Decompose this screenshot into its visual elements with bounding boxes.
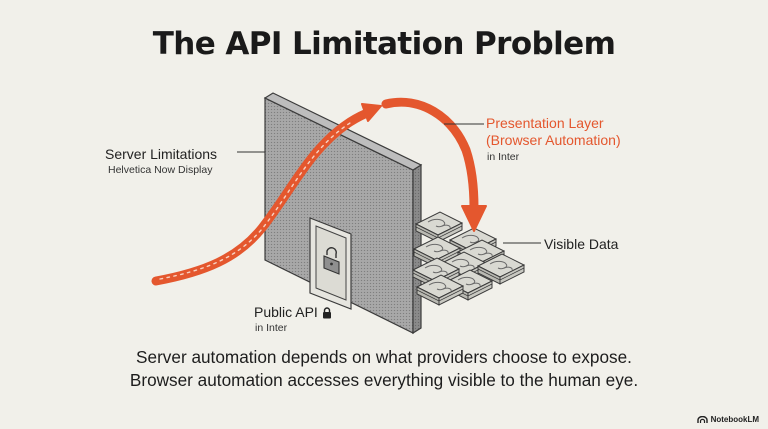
page-title: The API Limitation Problem — [152, 26, 616, 62]
lock-icon — [323, 247, 340, 275]
browser-automation-arrow — [381, 97, 487, 232]
public-api-sublabel: in Inter — [255, 322, 288, 334]
browser-automation-label: (Browser Automation) — [486, 132, 621, 148]
visible-data-stacks — [412, 211, 525, 306]
brand-watermark: NotebookLM — [696, 415, 759, 424]
notebooklm-logo-icon — [696, 415, 708, 424]
leader-lines — [237, 123, 541, 244]
caption-line-2: Browser automation accesses everything v… — [129, 369, 639, 390]
visible-data-label: Visible Data — [544, 236, 619, 252]
server-limitations-label: Server Limitations — [105, 146, 218, 162]
server-limitations-sublabel: Helvetica Now Display — [108, 164, 213, 176]
presentation-layer-sublabel: in Inter — [487, 151, 520, 163]
lock-icon — [322, 306, 332, 319]
public-api-label: Public API — [254, 304, 318, 320]
brand-name: NotebookLM — [710, 415, 759, 424]
presentation-layer-label: Presentation Layer — [486, 115, 604, 131]
public-api-label-row: Public API — [254, 304, 332, 321]
server-automation-arrow — [151, 103, 382, 286]
public-api-door — [309, 217, 352, 310]
caption-line-1: Server automation depends on what provid… — [136, 347, 632, 367]
caption: Server automation depends on what provid… — [0, 346, 768, 391]
